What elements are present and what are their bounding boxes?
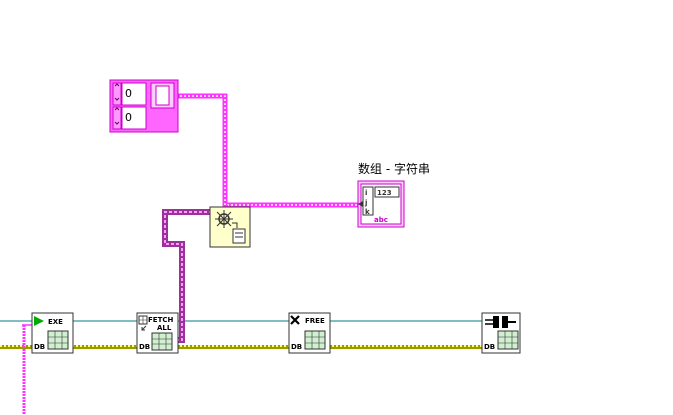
array-string-indicator[interactable]: i j k 123 abc bbox=[357, 180, 405, 228]
database-icon bbox=[47, 330, 69, 350]
col-index-stepper[interactable] bbox=[112, 106, 122, 130]
database-icon bbox=[304, 330, 326, 350]
error-wire[interactable] bbox=[0, 345, 482, 349]
row-index-value[interactable]: 0 bbox=[125, 87, 132, 100]
db-fetch-all-node[interactable]: FETCH ALL DB bbox=[136, 312, 179, 354]
string-array-wire[interactable] bbox=[176, 93, 358, 212]
array-wire[interactable] bbox=[162, 209, 212, 343]
exe-db-label: DB bbox=[34, 343, 45, 351]
exe-label: EXE bbox=[48, 318, 63, 326]
fetch-label-top: FETCH bbox=[148, 316, 173, 324]
svg-text:i: i bbox=[365, 189, 367, 197]
fetch-label-bottom: ALL bbox=[157, 324, 172, 332]
db-disconnect-node[interactable]: DB bbox=[481, 312, 521, 354]
fetch-all-icon bbox=[138, 315, 148, 325]
indicator-type-text: 123 bbox=[377, 189, 392, 197]
col-index-value[interactable]: 0 bbox=[125, 111, 132, 124]
database-icon bbox=[497, 330, 519, 350]
svg-text:k: k bbox=[365, 208, 370, 216]
left-string-wire[interactable] bbox=[22, 324, 32, 415]
col-index-field[interactable] bbox=[121, 106, 147, 130]
db-exe-node[interactable]: EXE DB bbox=[31, 312, 74, 354]
svg-text:j: j bbox=[364, 199, 367, 207]
disconnect-plug-icon bbox=[485, 316, 516, 328]
disconnect-db-label: DB bbox=[484, 343, 495, 351]
free-x-icon bbox=[290, 315, 300, 325]
variant-convert-icon bbox=[215, 210, 246, 244]
indicator-suffix: abc bbox=[374, 216, 388, 224]
array-element[interactable] bbox=[155, 85, 170, 106]
row-index-field[interactable] bbox=[121, 82, 147, 106]
variant-convert-node[interactable] bbox=[209, 206, 251, 248]
db-free-node[interactable]: FREE DB bbox=[288, 312, 331, 354]
row-index-stepper[interactable] bbox=[112, 82, 122, 106]
indicator-label: 数组 - 字符串 bbox=[358, 162, 430, 176]
fetch-db-label: DB bbox=[139, 343, 150, 351]
exe-run-icon bbox=[34, 316, 44, 326]
database-icon bbox=[151, 332, 173, 351]
free-label: FREE bbox=[305, 317, 325, 325]
array-control[interactable] bbox=[109, 79, 179, 133]
indicator-input-arrow-icon bbox=[358, 201, 363, 207]
free-db-label: DB bbox=[291, 343, 302, 351]
